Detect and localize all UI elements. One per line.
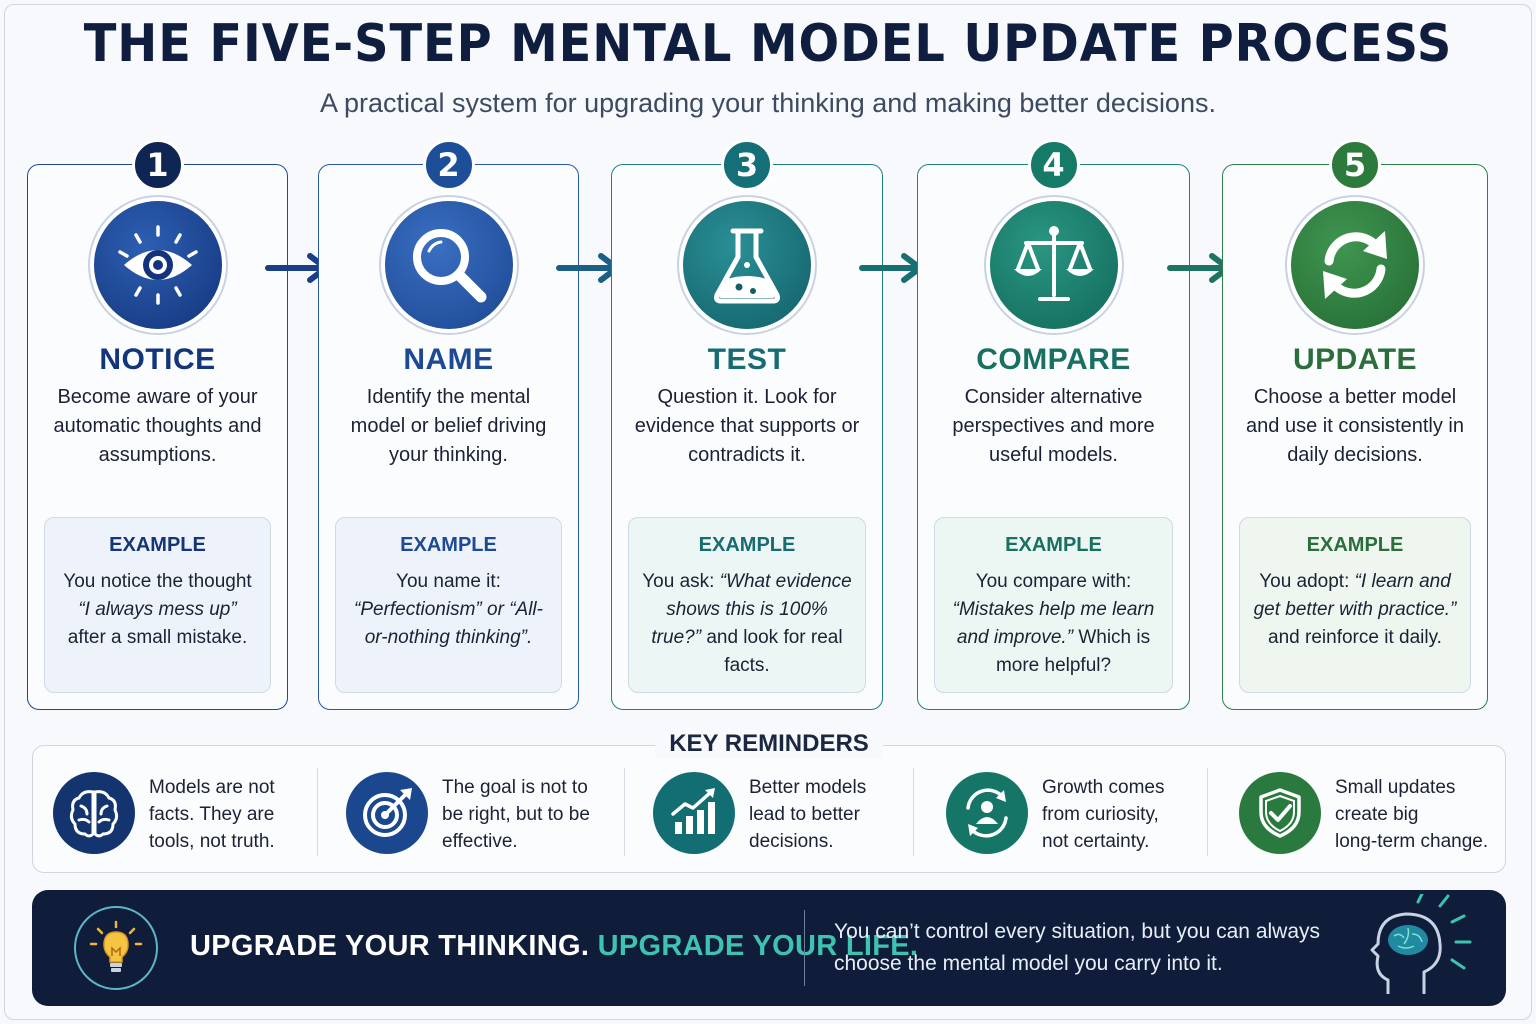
refresh-icon [1291,201,1419,329]
divider [317,768,318,856]
example-label: EXAMPLE [1306,534,1404,556]
step-title: NAME [403,343,494,376]
example-box: EXAMPLE You name it: “Perfectionism” or … [335,517,562,693]
eye-icon [93,201,222,329]
example-text: You adopt: “I learn and get better with … [1253,571,1457,648]
step-title: UPDATE [1292,343,1418,376]
example-box: EXAMPLE You ask: “What evidence shows th… [628,517,866,693]
bottom-banner: UPGRADE YOUR THINKING. UPGRADE YOUR LIFE… [32,890,1506,1006]
example-label: EXAMPLE [109,534,206,556]
step-number-badge: 3 [721,139,773,191]
page-subtitle: A practical system for upgrading your th… [320,88,1216,118]
step-title: COMPARE [976,343,1131,376]
example-box: EXAMPLE You adopt: “I learn and get bett… [1239,517,1471,693]
banner-headline: UPGRADE YOUR THINKING. UPGRADE YOUR LIFE… [190,930,919,962]
step-description: Question it. Look for evidence that supp… [634,386,860,466]
example-text: You name it: “Perfectionism” or “All-or-… [354,571,543,648]
magnifier-icon [384,201,513,329]
brain-icon [53,772,135,854]
divider [624,768,625,856]
step-number-badge: 4 [1027,139,1080,191]
example-label: EXAMPLE [698,534,796,556]
flask-icon [683,201,811,329]
divider [913,768,914,856]
lightbulb-icon [74,906,158,990]
head-brain-icon [1370,894,1472,994]
step-number-badge: 1 [131,139,184,191]
step-number-badge: 2 [422,139,475,191]
step-description: Identify the mental model or belief driv… [350,386,547,466]
example-text: You notice the thought “I always mess up… [63,571,252,648]
step-card-name: 2 NAME Identify the mental model or beli… [318,139,579,710]
person-cycle-icon [946,772,1028,854]
target-icon [346,772,428,854]
example-label: EXAMPLE [1005,534,1102,556]
shield-check-icon [1239,772,1321,854]
banner-quote: You can’t control every situation, but y… [834,920,1321,975]
chart-growth-icon [653,772,735,854]
step-description: Consider alternative perspectives and mo… [952,386,1155,466]
step-card-update: 5 UPDATE Choose a better model and use i… [1222,139,1488,710]
scales-icon [989,201,1118,329]
step-card-notice: 1 NOTICE Become aware of your automatic … [27,139,288,710]
step-title: NOTICE [99,343,216,376]
step-number-badge: 5 [1329,139,1381,191]
example-text: You ask: “What evidence shows this is 10… [642,571,852,676]
divider [804,910,805,986]
step-title: TEST [707,343,787,376]
key-reminders-title: KEY REMINDERS [655,730,883,758]
step-description: Become aware of your automatic thoughts … [53,386,262,466]
example-text: You compare with: “Mistakes help me lear… [952,571,1155,676]
example-label: EXAMPLE [400,534,497,556]
page-title: THE FIVE-STEP MENTAL MODEL UPDATE PROCES… [83,14,1453,74]
example-box: EXAMPLE You notice the thought “I always… [44,517,271,693]
step-card-test: 3 TEST Question it. Look for evidence th… [611,139,883,710]
divider [1207,768,1208,856]
step-card-compare: 4 COMPARE Consider alternative perspecti… [917,139,1190,710]
example-box: EXAMPLE You compare with: “Mistakes help… [934,517,1173,693]
step-description: Choose a better model and use it consist… [1246,386,1464,466]
